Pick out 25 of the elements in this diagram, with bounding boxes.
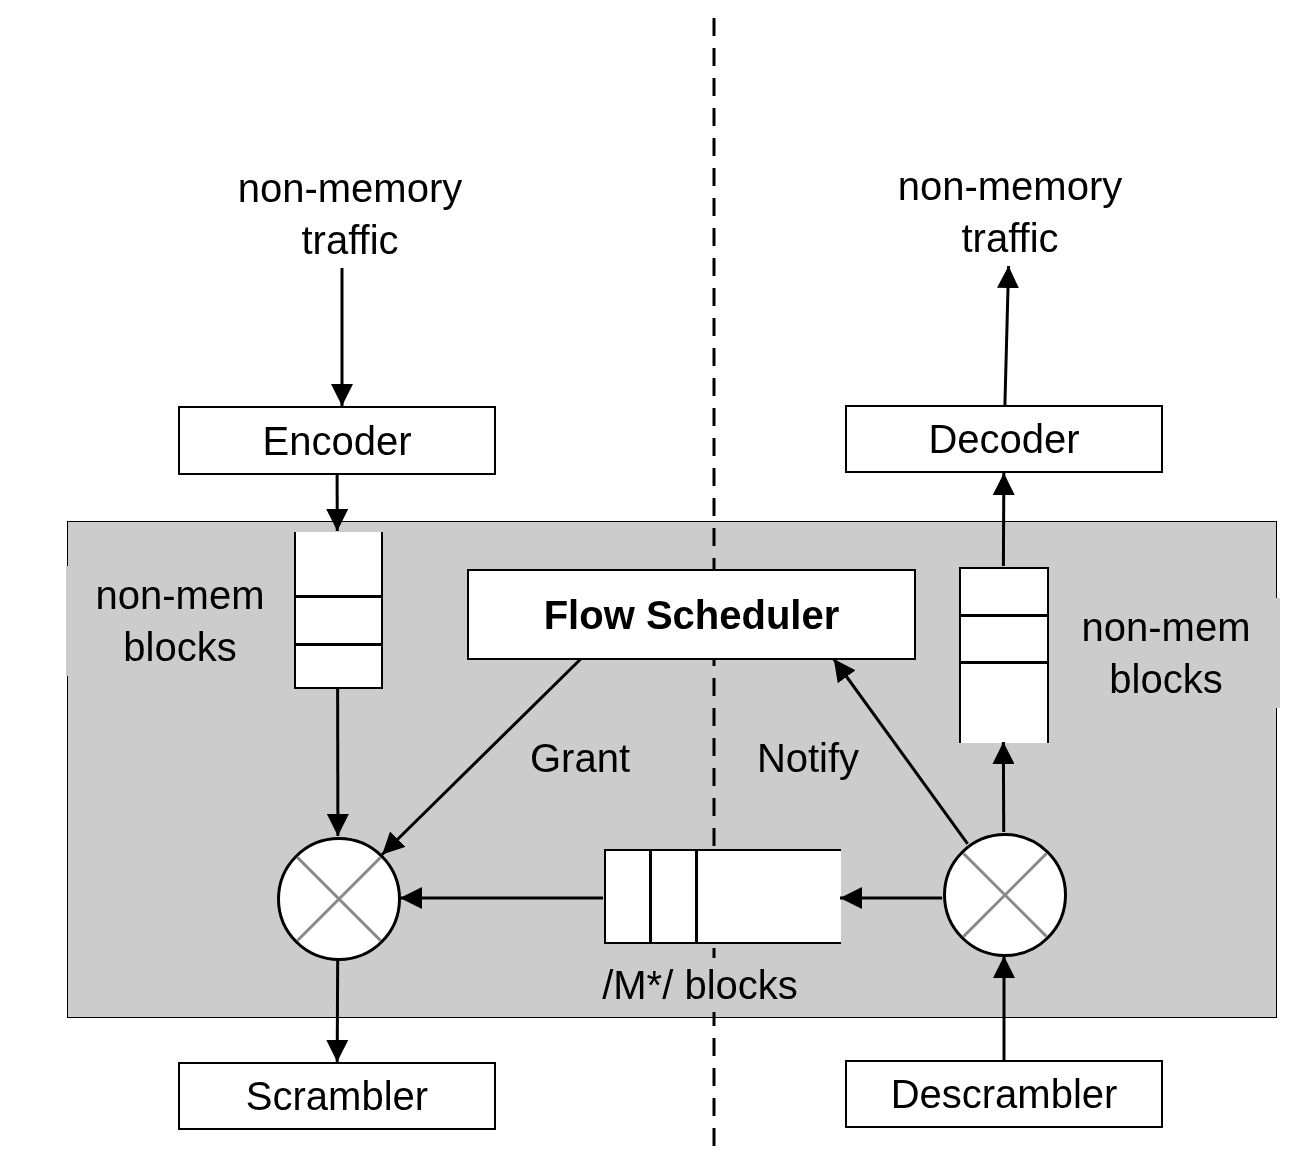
arrow bbox=[832, 658, 969, 845]
panel-background bbox=[67, 521, 1277, 1018]
arrow bbox=[992, 473, 1015, 566]
arrow bbox=[992, 742, 1015, 832]
queue-box bbox=[604, 849, 841, 944]
process-box: Descrambler bbox=[845, 1060, 1163, 1128]
arrow bbox=[840, 887, 943, 909]
edge-label: Notify bbox=[756, 735, 860, 782]
traffic-label: non-memory traffic bbox=[236, 165, 464, 264]
arrow bbox=[326, 960, 349, 1062]
queue-box bbox=[959, 567, 1049, 743]
arrow bbox=[997, 265, 1019, 406]
arrow bbox=[326, 688, 349, 836]
arrow bbox=[400, 887, 603, 909]
edge-label: Grant bbox=[530, 735, 630, 782]
arrow bbox=[326, 475, 349, 531]
arrow bbox=[381, 657, 582, 856]
arrow bbox=[331, 268, 353, 406]
process-box: Encoder bbox=[178, 406, 496, 475]
process-box: Decoder bbox=[845, 405, 1163, 473]
scheduler-box: Flow Scheduler bbox=[467, 569, 916, 660]
queue-box bbox=[294, 532, 383, 689]
process-box: Scrambler bbox=[178, 1062, 496, 1130]
traffic-label: non-memory traffic bbox=[896, 163, 1124, 262]
arrow bbox=[993, 956, 1015, 1060]
